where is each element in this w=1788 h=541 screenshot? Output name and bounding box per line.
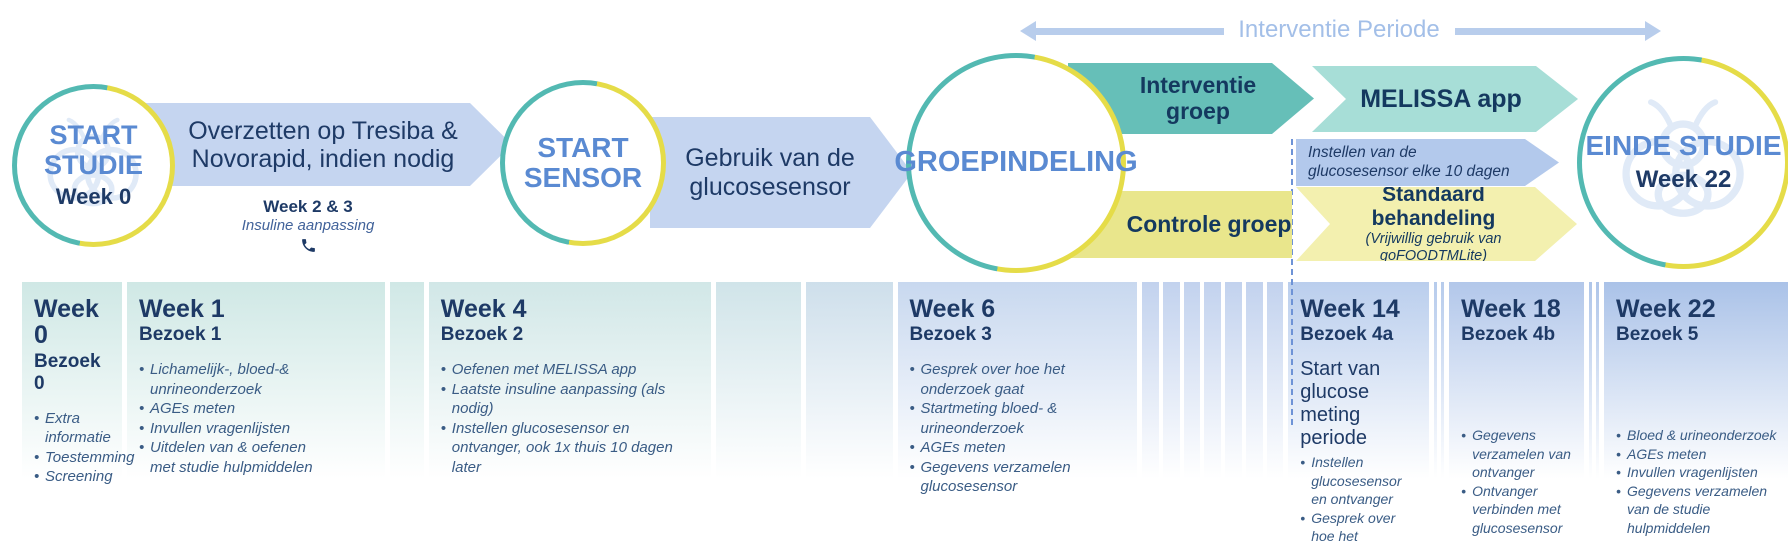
timeline-column-week22: Week 22 Bezoek 5 Bloed & urineonderzoekA… [1604,282,1788,541]
bullet-item: Instellen glucosesensor en ontvanger [1300,453,1419,508]
standard-care-arrow: Standaard behandeling (Vrijwillig gebrui… [1296,187,1577,261]
bullet-list: Gegevens verzamelen van ontvangerOntvang… [1461,426,1574,541]
bullet-item: Lichamelijk-, bloed-& unrineonderzoek [139,360,329,399]
period-arrow-left-shaft [1034,28,1224,35]
bullet-item: Uitdelen van & oefenen met studie hulpmi… [139,438,329,477]
bullet-item: Gesprek over hoe het onderzoek gaat [1461,537,1574,541]
period-arrow-right-icon [1645,21,1661,41]
timeline-column-week1: Week 1 Bezoek 1 Lichamelijk-, bloed-& un… [127,282,385,541]
bullet-item: Instellen glucosesensor en ontvanger, oo… [441,419,686,478]
bullet-list: Lichamelijk-, bloed-& unrineonderzoekAGE… [139,360,329,477]
week-label: Week 14 [1300,295,1400,323]
bullet-item: AGEs meten [910,438,1128,458]
week-label: Week 0 [34,295,99,350]
bullet-item: AGEs meten [1616,445,1786,464]
bee-icon [1622,99,1745,218]
visit-label: Bezoek 5 [1616,324,1699,346]
bullet-list: Extra informatieToestemmingScreening [34,409,135,487]
bullet-item: Ontvanger verbinden met glucosesensor [1461,482,1574,537]
sensor-setup-label: Instellen van de glucosesensor elke 10 d… [1308,143,1510,180]
start-sensor-title: START SENSOR [523,131,643,193]
bullet-item: Oefenen met MELISSA app [441,360,686,380]
transition-arrow: Overzetten op Tresiba & Novorapid, indie… [120,103,512,186]
start-study-title: START STUDIE [43,120,143,180]
insulin-note-subtitle: Insuline aanpassing [241,217,375,234]
start-sensor-circle-inner: START SENSOR [505,85,661,241]
insulin-adjustment-note: Week 2 & 3 Insuline aanpassing [228,197,388,259]
end-study-title: EINDE STUDIE [1585,130,1782,162]
group-assignment-circle-inner: GROEPINDELING [894,58,1138,268]
period-arrow-left-icon [1020,21,1036,41]
timeline-column-week0: Week 0 Bezoek 0 Extra informatieToestemm… [22,282,135,541]
bullet-item: Laatste insuline aanpassing (als nodig) [441,380,686,419]
bullet-item: Toestemming [34,448,135,468]
phone-icon [301,239,315,252]
melissa-app-label: MELISSA app [1360,84,1522,113]
bullet-item: AGEs meten [139,399,329,419]
bullet-item: Invullen vragenlijsten [139,419,329,439]
sensor-use-arrow: Gebruik van de glucosesensor [650,117,912,228]
end-study-circle: EINDE STUDIE Week 22 [1577,56,1788,269]
start-study-week: Week 0 [55,183,132,209]
bullet-item: Bloed & urineonderzoek [1616,426,1786,445]
bullet-item: Verwijderen MELISSA app [1616,537,1786,541]
intervention-period-label: Interventie Periode [1238,16,1440,43]
timeline-column-week6: Week 6 Bezoek 3 Gesprek over hoe het ond… [897,282,1138,541]
bullet-item: Gesprek over hoe het onderzoek gaat [910,360,1128,399]
insulin-note-title: Week 2 & 3 [263,197,353,216]
week-label: Week 4 [440,295,527,323]
bee-icon [47,118,140,207]
timeline-spacer [715,282,801,541]
melissa-app-arrow: MELISSA app [1312,66,1578,132]
bullet-item: Gegevens verzamelen van ontvanger [1461,426,1574,481]
week-label: Week 22 [1616,295,1716,323]
visit-label: Bezoek 4b [1461,324,1556,346]
timeline-column-week14: Week 14 Bezoek 4a Start van glucose meti… [1288,282,1430,541]
bullet-item: Extra informatie [34,409,112,448]
timeline-spacer [389,282,424,541]
start-study-circle-inner: START STUDIE Week 0 [17,89,170,242]
bullet-item: Startmeting bloed- & urineonderzoek [910,399,1128,438]
standard-care-title: Standaard behandeling [1371,183,1496,231]
bullet-item: Gegevens verzamelen van de studie hulpmi… [1616,482,1786,537]
week-label: Week 6 [909,295,996,323]
bullet-item: Gesprek over hoe het onderzoek gaat [1300,509,1419,541]
timeline-column-week4: Week 4 Bezoek 2 Oefenen met MELISSA appL… [428,282,711,541]
visit-label: Bezoek 4a [1300,324,1394,346]
week-tick-strips [1434,282,1445,541]
visit-label: Bezoek 3 [909,324,992,346]
bullet-list: Oefenen met MELISSA appLaatste insuline … [441,360,686,477]
end-study-week: Week 22 [1635,165,1732,193]
week-tick-strips [1142,282,1284,541]
period-arrow-right-shaft [1455,28,1645,35]
week-label: Week 1 [139,295,225,323]
week-label: Week 18 [1461,295,1561,323]
bullet-list: Gesprek over hoe het onderzoek gaatStart… [910,360,1128,497]
bullet-item: Gegevens verzamelen glucosesensor [910,458,1128,497]
start-study-circle: START STUDIE Week 0 [12,84,175,247]
timeline-spacer [805,282,893,541]
measurement-period-divider [1291,139,1293,425]
visit-label: Bezoek 0 [34,350,101,394]
start-sensor-circle: START SENSOR [500,80,666,246]
bullet-list: Bloed & urineonderzoekAGEs metenInvullen… [1616,426,1786,541]
end-study-circle-inner: EINDE STUDIE Week 22 [1582,61,1785,264]
week-tick-strips [1589,282,1600,541]
standard-care-subtitle: (Vrijwillig gebruik van goFOODTMLite) [1365,231,1502,265]
visit-label: Bezoek 1 [139,324,222,346]
sensor-use-arrow-label: Gebruik van de glucosesensor [685,143,855,201]
control-group-label: Controle groep [1126,210,1292,237]
bullet-list: Instellen glucosesensor en ontvangerGesp… [1300,453,1419,541]
group-assignment-title: GROEPINDELING [894,146,1138,179]
sensor-setup-arrow: Instellen van de glucosesensor elke 10 d… [1296,139,1559,186]
timeline-band: Week 0 Bezoek 0 Extra informatieToestemm… [22,282,1788,541]
timeline-column-week18: Week 18 Bezoek 4b Gegevens verzamelen va… [1449,282,1585,541]
visit-label: Bezoek 2 [440,324,524,346]
glucose-period-note: Start van glucose meting periode [1300,358,1381,450]
bullet-item: Screening [34,467,113,487]
intervention-group-label: Interventie groep [1139,72,1257,124]
bullet-item: Invullen vragenlijsten [1616,463,1786,482]
transition-arrow-label: Overzetten op Tresiba & Novorapid, indie… [188,116,458,173]
group-assignment-circle: GROEPINDELING [894,53,1138,273]
